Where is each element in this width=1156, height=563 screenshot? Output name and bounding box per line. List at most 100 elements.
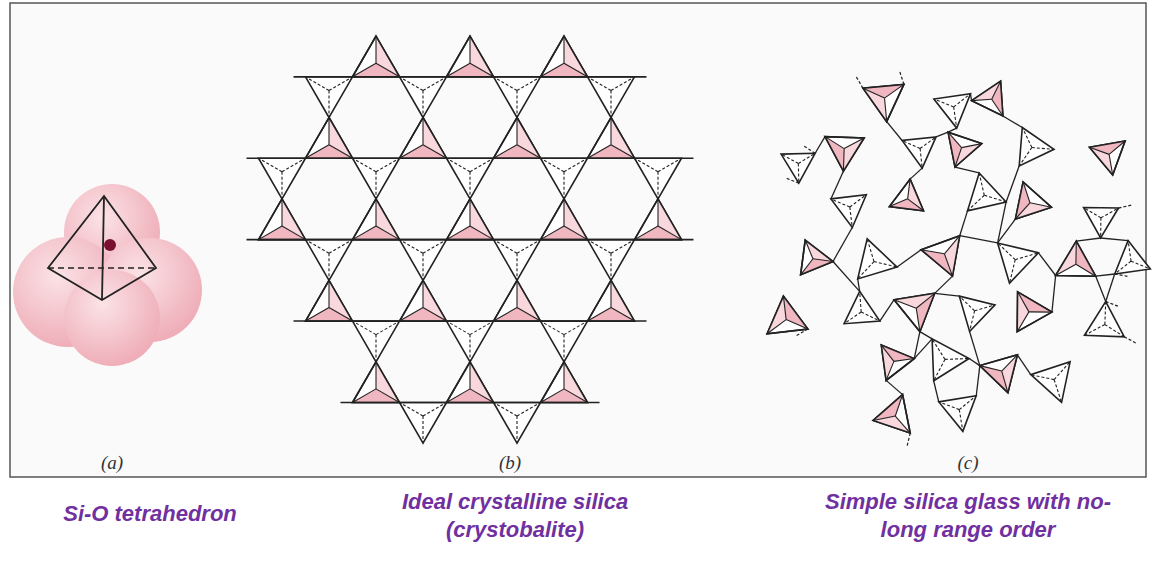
tetrahedron-outline	[972, 81, 1003, 116]
panel-letter: (b)	[497, 452, 523, 474]
tetrahedron-edge	[611, 145, 635, 159]
network-bond	[880, 300, 894, 321]
tetrahedron-edge	[1109, 154, 1113, 175]
tetrahedron-outline	[934, 94, 971, 128]
tetrahedron-edge	[895, 395, 902, 416]
tetrahedron-outline	[635, 199, 682, 240]
tetrahedron-edge	[850, 195, 866, 207]
tetrahedron-edge	[469, 199, 470, 226]
tetrahedron-edge	[422, 416, 423, 443]
tetrahedron-outline	[541, 36, 588, 77]
tetrahedron-outline	[801, 240, 833, 275]
tetrahedron-edge	[541, 63, 565, 77]
tetrahedron-edge	[422, 280, 423, 307]
tetrahedron-edge	[517, 145, 541, 159]
tetrahedron-edge	[1010, 260, 1016, 284]
dangling-bond	[1119, 205, 1133, 208]
network-bond	[920, 332, 932, 339]
tetrahedron-outline	[447, 36, 494, 77]
tetrahedron-outline	[863, 84, 904, 121]
tetrahedron-outline	[306, 77, 353, 118]
network-bond	[935, 293, 960, 296]
tetrahedron-edge	[447, 321, 471, 335]
network-bond	[960, 236, 998, 243]
tetrahedron-outline	[1056, 241, 1096, 276]
network-bond	[815, 137, 825, 154]
network-bond	[1052, 275, 1056, 312]
tetrahedron-outline	[541, 321, 588, 362]
tetrahedron-edge	[469, 172, 470, 199]
tetrahedron-outline	[447, 362, 494, 403]
tetrahedron-edge	[959, 410, 963, 432]
tetrahedron-edge	[375, 199, 376, 226]
network-bond	[998, 219, 1016, 243]
tetrahedron-edge	[494, 240, 518, 254]
tetrahedron-edge	[353, 321, 377, 335]
tetrahedron-outline	[353, 321, 400, 362]
tetrahedron-outline	[400, 118, 447, 159]
tetrahedron-edge	[1002, 355, 1018, 371]
tetrahedron-edge	[1015, 253, 1038, 260]
tetrahedron-edge	[962, 144, 982, 148]
tetrahedron-edge	[447, 389, 471, 403]
tetrahedron-edge	[844, 138, 864, 149]
tetrahedron-edge	[516, 118, 517, 145]
tetrahedron-edge	[447, 63, 471, 77]
lattice-line	[341, 402, 600, 404]
tetrahedron-outline	[1015, 182, 1051, 219]
tetrahedron-edge	[400, 77, 424, 91]
tetrahedron-outline	[353, 36, 400, 77]
tetrahedron-edge	[801, 259, 813, 275]
tetrahedron-outline	[541, 362, 588, 403]
tetrahedron-edge	[469, 362, 470, 389]
network-bond	[1076, 238, 1100, 241]
tetrahedron-edge	[658, 226, 682, 240]
tetrahedron-edge	[375, 362, 376, 389]
network-bond	[948, 128, 957, 132]
tetrahedron-edge	[916, 293, 934, 308]
tetrahedron-outline	[1017, 292, 1052, 332]
tetrahedron-outline	[400, 403, 447, 444]
network-bond	[833, 261, 860, 291]
tetrahedron-edge	[1090, 147, 1110, 154]
lattice-line	[247, 239, 694, 241]
tetrahedron-edge	[259, 158, 283, 172]
tetrahedron-edge	[306, 77, 330, 91]
network-bond	[1003, 116, 1022, 127]
dangling-bond	[1124, 337, 1136, 344]
tetrahedron-edge	[470, 321, 494, 335]
tetrahedron-edge	[992, 99, 1003, 116]
tetrahedron-edge	[541, 321, 565, 335]
tetrahedron-edge	[611, 240, 635, 254]
tetrahedron-outline	[858, 239, 897, 279]
tetrahedron-outline	[831, 195, 866, 228]
tetrahedron-edge	[469, 36, 470, 63]
tetrahedron-outline	[1056, 241, 1096, 276]
tetrahedron-edge	[541, 389, 565, 403]
tetrahedron-edge	[1029, 311, 1052, 312]
tetrahedron-edge	[564, 321, 588, 335]
tetrahedron-edge	[423, 307, 447, 321]
tetrahedron-edge	[328, 90, 329, 117]
tetrahedron-edge	[1017, 312, 1029, 332]
tetrahedron-outline	[494, 77, 541, 118]
panel-caption: Si-O tetrahedron	[20, 500, 280, 528]
tetrahedron-edge	[563, 36, 564, 63]
tetrahedron-edge	[894, 359, 914, 362]
tetrahedron-edge	[423, 77, 447, 91]
tetrahedron-outline	[1090, 141, 1126, 175]
tetrahedron-outline	[932, 339, 969, 381]
tetrahedron-edge	[939, 402, 960, 410]
dangling-bond	[1106, 302, 1119, 307]
tetrahedron-outline	[881, 345, 914, 380]
tetrahedron-edge	[470, 226, 494, 240]
tetrahedron-edge	[282, 226, 306, 240]
tetrahedron-edge	[979, 173, 984, 195]
network-bond	[934, 381, 939, 402]
tetrahedron-outline	[1017, 292, 1052, 332]
tetrahedron-edge	[376, 226, 400, 240]
tetrahedron-face	[944, 236, 959, 276]
tetrahedron-edge	[1076, 264, 1096, 276]
tetrahedron-edge	[863, 88, 885, 98]
tetrahedron-edge	[306, 145, 330, 159]
